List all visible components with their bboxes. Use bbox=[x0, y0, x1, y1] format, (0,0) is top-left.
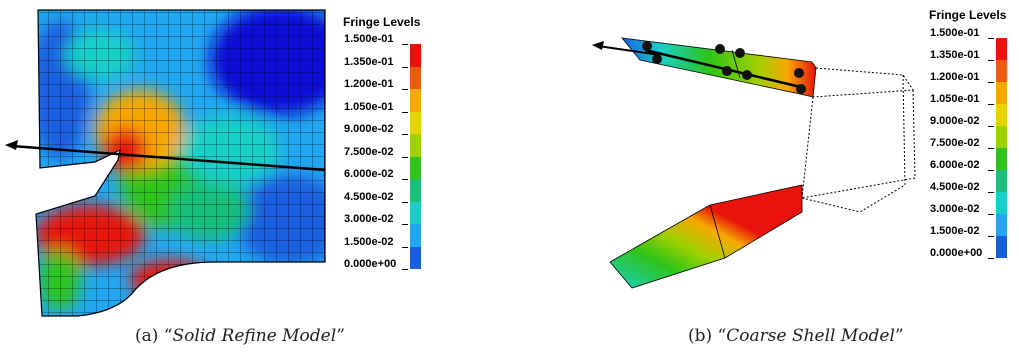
legend-level-label: 3.000e-02 bbox=[344, 213, 394, 225]
legend-color-swatch bbox=[410, 201, 421, 224]
legend-tick bbox=[988, 126, 994, 127]
legend-color-swatch bbox=[996, 236, 1007, 258]
legend-level-label: 1.500e-01 bbox=[930, 27, 980, 39]
legend-level-label: 6.000e-02 bbox=[344, 168, 394, 180]
panel-solid-refine: Fringe Levels 1.500e-01 1.350e-01 1.200e-0… bbox=[0, 0, 480, 359]
shell-top-part bbox=[621, 37, 817, 98]
legend-title: Fringe Levels bbox=[929, 8, 1007, 22]
legend-level-label: 1.050e-01 bbox=[344, 100, 394, 113]
legend-color-swatch bbox=[410, 89, 421, 112]
legend-tick bbox=[402, 66, 408, 68]
wireframe-box bbox=[801, 67, 916, 213]
legend-level-label: 1.350e-01 bbox=[344, 55, 394, 68]
legend-tick bbox=[988, 236, 994, 237]
legend-tick bbox=[402, 134, 408, 135]
legend-level-label: 3.000e-02 bbox=[930, 203, 980, 215]
legend-color-swatch bbox=[410, 134, 421, 157]
panel-coarse-shell: Fringe Levels 1.500e-01 1.350e-01 1.200e-0… bbox=[560, 0, 1019, 359]
solid-fringe-field bbox=[36, 10, 325, 316]
caption-b: (b) “Coarse Shell Model” bbox=[688, 326, 904, 346]
legend-color-swatch bbox=[410, 224, 421, 247]
weld-points bbox=[642, 41, 806, 94]
shell-bottom-part bbox=[609, 184, 803, 289]
legend-color-swatch bbox=[996, 104, 1007, 126]
legend-tick bbox=[402, 179, 408, 180]
legend-level-label: 1.350e-01 bbox=[930, 49, 980, 61]
load-arrow bbox=[592, 41, 661, 56]
caption-prefix: (a) “ bbox=[135, 326, 173, 346]
legend-level-label: 9.000e-02 bbox=[344, 123, 394, 135]
legend-level-label: 0.000e+00 bbox=[930, 247, 983, 259]
legend-level-label: 9.000e-02 bbox=[930, 115, 980, 127]
legend-color-swatch bbox=[410, 179, 421, 202]
shell-model-plot bbox=[592, 37, 916, 289]
legend-tick bbox=[402, 224, 408, 225]
solid-model-outline bbox=[35, 9, 326, 317]
caption-suffix: ” bbox=[894, 326, 904, 346]
legend-tick bbox=[988, 82, 994, 83]
legend-level-label: 1.500e-02 bbox=[930, 225, 980, 237]
legend-title: Fringe Levels bbox=[343, 15, 421, 29]
solid-model-plot bbox=[5, 9, 326, 317]
legend-tick bbox=[402, 269, 408, 270]
legend-color-swatch bbox=[410, 111, 421, 134]
legend-level-label: 1.200e-01 bbox=[930, 71, 980, 83]
caption-prefix: (b) “ bbox=[688, 326, 727, 346]
legend-color-swatch bbox=[410, 66, 421, 89]
legend-tick bbox=[988, 104, 994, 105]
legend-level-label: 1.050e-01 bbox=[930, 93, 980, 105]
legend-tick bbox=[988, 170, 994, 171]
legend-tick bbox=[402, 201, 408, 203]
legend-tick bbox=[988, 214, 994, 215]
legend-level-label: 4.500e-02 bbox=[930, 181, 980, 193]
legend-color-swatch bbox=[996, 148, 1007, 170]
legend-color-swatch bbox=[996, 192, 1007, 214]
legend-tick bbox=[402, 156, 408, 158]
legend-level-label: 1.200e-01 bbox=[344, 78, 394, 90]
legend-color-swatch bbox=[410, 246, 421, 269]
legend-level-label: 7.500e-02 bbox=[344, 145, 394, 158]
legend-tick bbox=[402, 44, 408, 45]
caption-title: Coarse Shell Model bbox=[726, 326, 895, 346]
legend-color-swatch bbox=[410, 44, 421, 67]
legend-color-swatch bbox=[996, 38, 1007, 60]
legend-color-swatch bbox=[996, 170, 1007, 192]
legend-tick bbox=[402, 246, 408, 248]
legend-level-label: 6.000e-02 bbox=[930, 159, 980, 171]
legend-tick bbox=[402, 111, 408, 113]
legend-level-label: 1.500e-01 bbox=[344, 33, 394, 45]
legend-tick bbox=[988, 258, 994, 259]
legend-color-swatch bbox=[996, 126, 1007, 148]
caption-suffix: ” bbox=[336, 326, 345, 346]
legend-level-label: 7.500e-02 bbox=[930, 137, 980, 149]
legend-color-swatch bbox=[996, 82, 1007, 104]
caption-title: Solid Refine Model bbox=[172, 326, 337, 346]
legend-tick bbox=[988, 148, 994, 149]
legend-color-swatch bbox=[996, 214, 1007, 236]
legend-level-label: 0.000e+00 bbox=[344, 258, 397, 270]
legend-tick bbox=[402, 89, 408, 90]
legend-tick bbox=[988, 38, 994, 39]
load-arrow bbox=[5, 140, 326, 172]
legend-tick bbox=[988, 192, 994, 193]
legend-tick bbox=[988, 60, 994, 61]
legend-level-label: 1.500e-02 bbox=[344, 235, 394, 248]
legend-level-label: 4.500e-02 bbox=[344, 190, 394, 203]
legend-color-swatch bbox=[410, 156, 421, 179]
legend-color-swatch bbox=[996, 60, 1007, 82]
caption-a: (a) “Solid Refine Model” bbox=[135, 326, 345, 346]
